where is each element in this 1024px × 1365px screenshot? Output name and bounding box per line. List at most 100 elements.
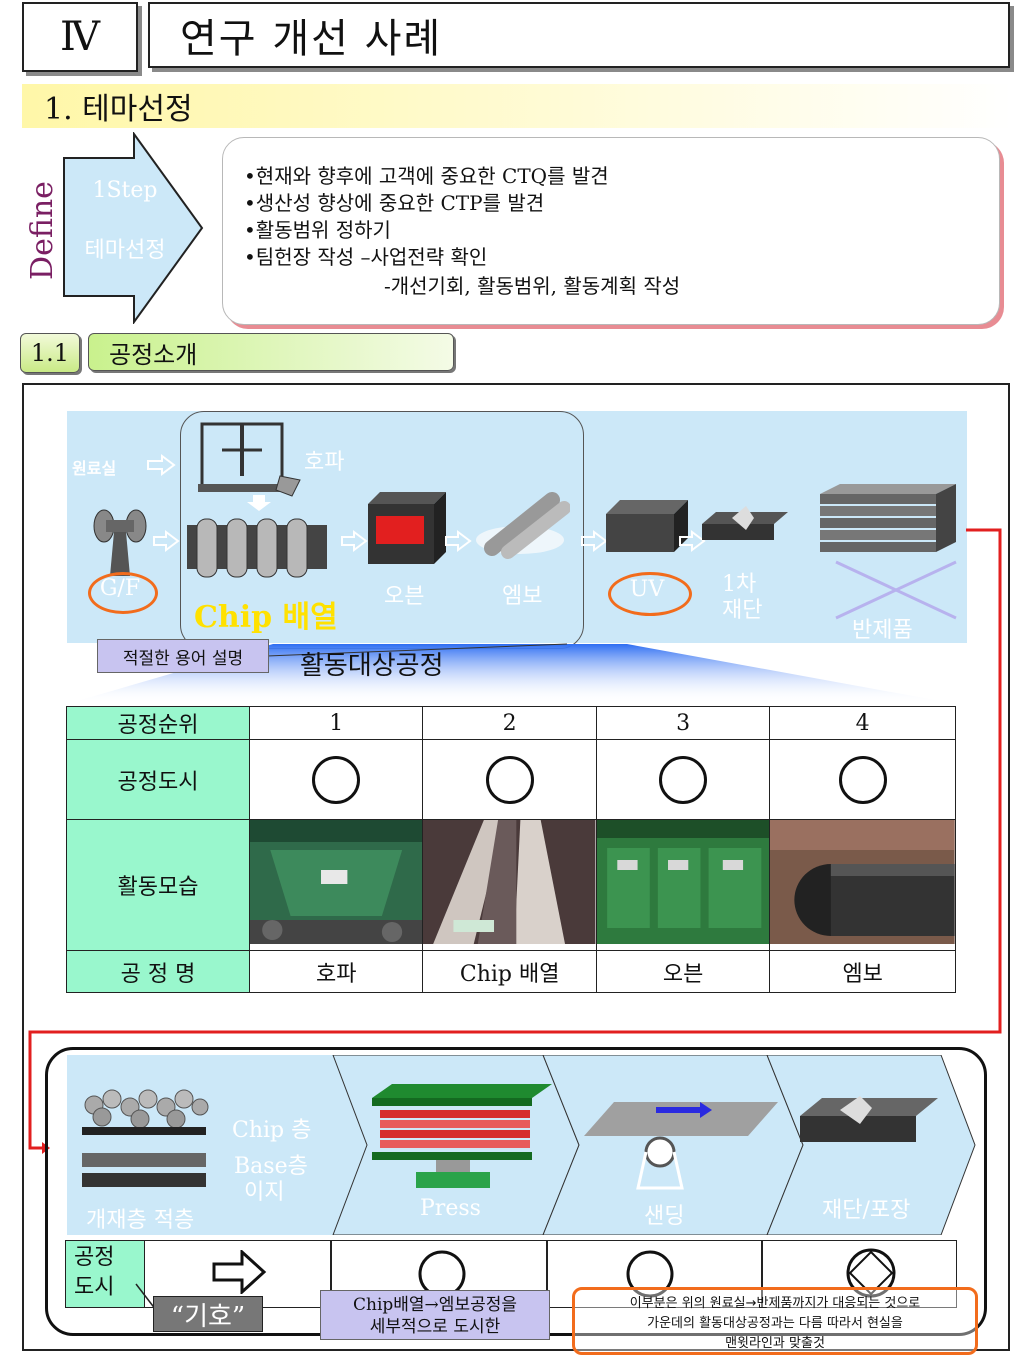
define-label: Define: [20, 170, 64, 290]
bullet-charter-detail: -개선기회, 활동범위, 활동계획 작성: [384, 274, 681, 298]
table-row: 공정도시: [66, 739, 956, 820]
cut1-label-2: 재단: [722, 598, 763, 623]
symbol-label-text: “기호”: [170, 1301, 246, 1332]
oven-label: 오븐: [384, 584, 425, 609]
subsection-number: 1.1: [20, 333, 80, 373]
subsection-title-text: 공정소개: [109, 340, 198, 369]
chapter-number: Ⅳ: [22, 2, 138, 72]
photo-cell: [769, 819, 956, 951]
flow-arrow-icon: [679, 530, 706, 552]
hopper-icon: [198, 422, 301, 497]
sanding-icon: [584, 1102, 778, 1190]
table-row: 공 정 명 호파 Chip 배열 오븐 엠보: [66, 950, 956, 993]
chip-array-photo: [423, 820, 596, 944]
embo-label: 엠보: [502, 584, 543, 609]
gf-machine-icon: [93, 509, 147, 576]
process-frame: [22, 383, 1010, 1351]
hopper-photo: [250, 820, 423, 944]
move-arrow-icon: [212, 1250, 267, 1294]
cut-pack-icon: [800, 1096, 938, 1142]
process-table: 공정순위 1 2 3 4 공정도시 활동모습: [66, 706, 956, 993]
base-layer-label: Base층: [234, 1154, 308, 1179]
order-cell: 3: [595, 706, 771, 740]
circle-icon: [312, 755, 361, 804]
process-symbol-row: [145, 1240, 957, 1308]
chapter-number-text: Ⅳ: [60, 14, 100, 60]
row-divider: [546, 1240, 548, 1308]
down-arrow-icon: [247, 495, 271, 511]
process-diagram-header: 공정 도시: [65, 1240, 145, 1308]
stack-label: 개재층 적층: [86, 1208, 195, 1233]
table-row: 활동모습: [66, 819, 956, 951]
define-card: [222, 137, 1000, 325]
flow-arrow-icon: [445, 530, 472, 552]
press-icon: [372, 1084, 552, 1188]
photo-cell: [422, 819, 597, 951]
raw-room-label: 원료실: [72, 459, 117, 478]
bullet-ctp: •생산성 향상에 중요한 CTP를 발견: [244, 191, 545, 215]
circle-icon: [659, 755, 708, 804]
bullet-charter: •팀헌장 작성 –사업전략 확인: [244, 245, 488, 269]
step-number: 1Step: [92, 178, 158, 203]
name-cell: 엠보: [769, 950, 956, 993]
detail-note-box: Chip배열→엠보공정을 세부적으로 도시한: [320, 1290, 550, 1340]
symbol-label: “기호”: [153, 1296, 263, 1332]
name-cell: 호파: [248, 950, 424, 993]
review-note-box: 이부분은 위의 원료실→반제품까지가 대응되는 것으로 가운데의 활동대상공정과…: [572, 1287, 978, 1355]
step-arrow-icon: [63, 132, 204, 324]
hopper-label: 호파: [304, 450, 345, 475]
order-cell: 4: [769, 706, 956, 740]
detail-note-line-2: 세부적으로 도시한: [369, 1317, 501, 1337]
gf-label: G/F: [99, 576, 141, 601]
term-explanation-text: 적절한 용어 설명: [122, 648, 244, 669]
name-cell: Chip 배열: [422, 950, 597, 993]
flow-arrow-icon: [147, 454, 176, 476]
operation-circle-icon: [626, 1250, 674, 1298]
process-diagram-header-2: 도시: [74, 1275, 115, 1300]
embo-roller-icon: [476, 492, 570, 559]
section-title-text: 1. 테마선정: [44, 92, 193, 127]
layer-stack-icon: [82, 1089, 209, 1187]
bullet-ctq: •현재와 향후에 고객에 중요한 CTQ를 발견: [244, 164, 609, 188]
review-note-line-1: 이부분은 위의 원료실→반제품까지가 대응되는 것으로: [629, 1296, 921, 1311]
target-callout-wedge: [67, 643, 957, 704]
order-cell: 2: [422, 706, 597, 740]
step-name: 테마선정: [84, 238, 166, 263]
row-header-name: 공 정 명: [66, 950, 250, 993]
circle-cell: [248, 739, 424, 820]
base-layer-sub-label: 이지: [244, 1180, 285, 1205]
cut-pack-label: 재단/포장: [822, 1198, 911, 1223]
page-title: 연구 개선 사례: [148, 2, 1010, 68]
bullet-scope: •활동범위 정하기: [244, 218, 391, 242]
subsection-title: 공정소개: [88, 333, 454, 371]
uv-block-icon: [606, 500, 688, 552]
define-label-text: Define: [24, 180, 60, 280]
flow-arrow-icon: [341, 530, 368, 552]
row-header-diagram: 공정도시: [66, 739, 250, 820]
cut-sheet-icon: [702, 506, 788, 540]
term-explanation-button[interactable]: 적절한 용어 설명: [97, 639, 269, 673]
review-note-line-2: 가운데의 활동대상공정과는 다름 따라서 현실을: [647, 1316, 903, 1331]
photo-cell: [248, 819, 424, 951]
detail-note-line-1: Chip배열→엠보공정을: [353, 1295, 517, 1315]
chip-layer-label: Chip 층: [232, 1118, 312, 1143]
semi-product-stack-icon: [820, 484, 957, 620]
row-header-photo: 활동모습: [66, 819, 250, 951]
order-cell: 1: [248, 706, 424, 740]
process-diagram-header-1: 공정: [74, 1245, 115, 1270]
operation-inspection-icon: [846, 1248, 896, 1298]
photo-cell: [595, 819, 771, 951]
row-divider: [330, 1240, 332, 1308]
row-divider: [761, 1240, 763, 1308]
gf-highlight: [88, 572, 158, 614]
oven-photo: [596, 820, 770, 944]
cut1-label-1: 1차: [722, 572, 757, 597]
circle-cell: [595, 739, 771, 820]
oven-icon: [368, 492, 446, 564]
sanding-label: 샌딩: [644, 1204, 685, 1229]
circle-cell: [422, 739, 597, 820]
table-row: 공정순위 1 2 3 4: [66, 706, 956, 740]
chip-roller-icon: [187, 518, 327, 578]
semi-product-label: 반제품: [852, 618, 913, 643]
chip-array-label: Chip 배열: [194, 600, 338, 635]
